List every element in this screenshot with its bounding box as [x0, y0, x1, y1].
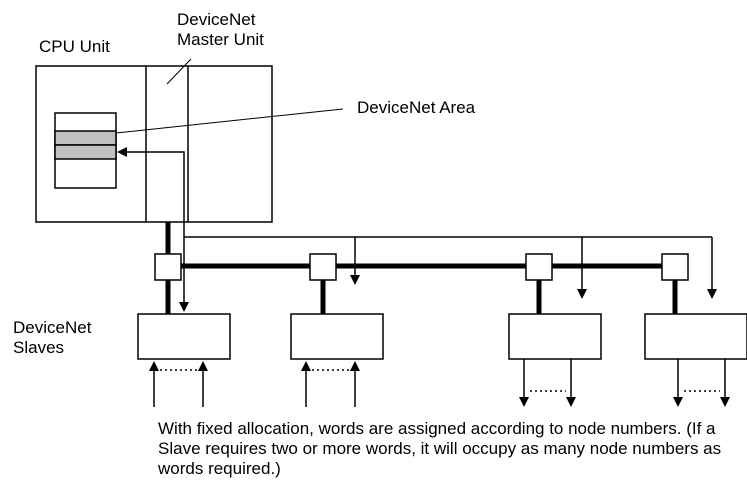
master-unit-leader: [166, 58, 192, 85]
devicenet-area-word-1: [54, 130, 117, 146]
tap-3: [525, 253, 553, 281]
tap-4: [661, 253, 689, 281]
devicenet-area-word-2: [54, 144, 117, 160]
slave-3: [508, 313, 602, 360]
master-unit-label-line1: DeviceNet: [177, 10, 256, 29]
slaves-label-line1: DeviceNet: [13, 318, 92, 337]
tap-2: [309, 253, 337, 281]
cpu-unit-label: CPU Unit: [39, 37, 110, 56]
caption-text: With fixed allocation, words are assigne…: [158, 419, 722, 478]
devicenet-area-label: DeviceNet Area: [357, 98, 476, 117]
slaves-label-line2: Slaves: [13, 338, 65, 357]
tap-1: [154, 253, 182, 281]
area-leader: [115, 108, 344, 134]
slave-1: [137, 313, 231, 360]
slave-4: [644, 313, 747, 360]
data-to-area-arrow: [117, 147, 185, 237]
master-unit-label-line2: Master Unit: [177, 30, 264, 49]
slave-2: [290, 313, 384, 360]
